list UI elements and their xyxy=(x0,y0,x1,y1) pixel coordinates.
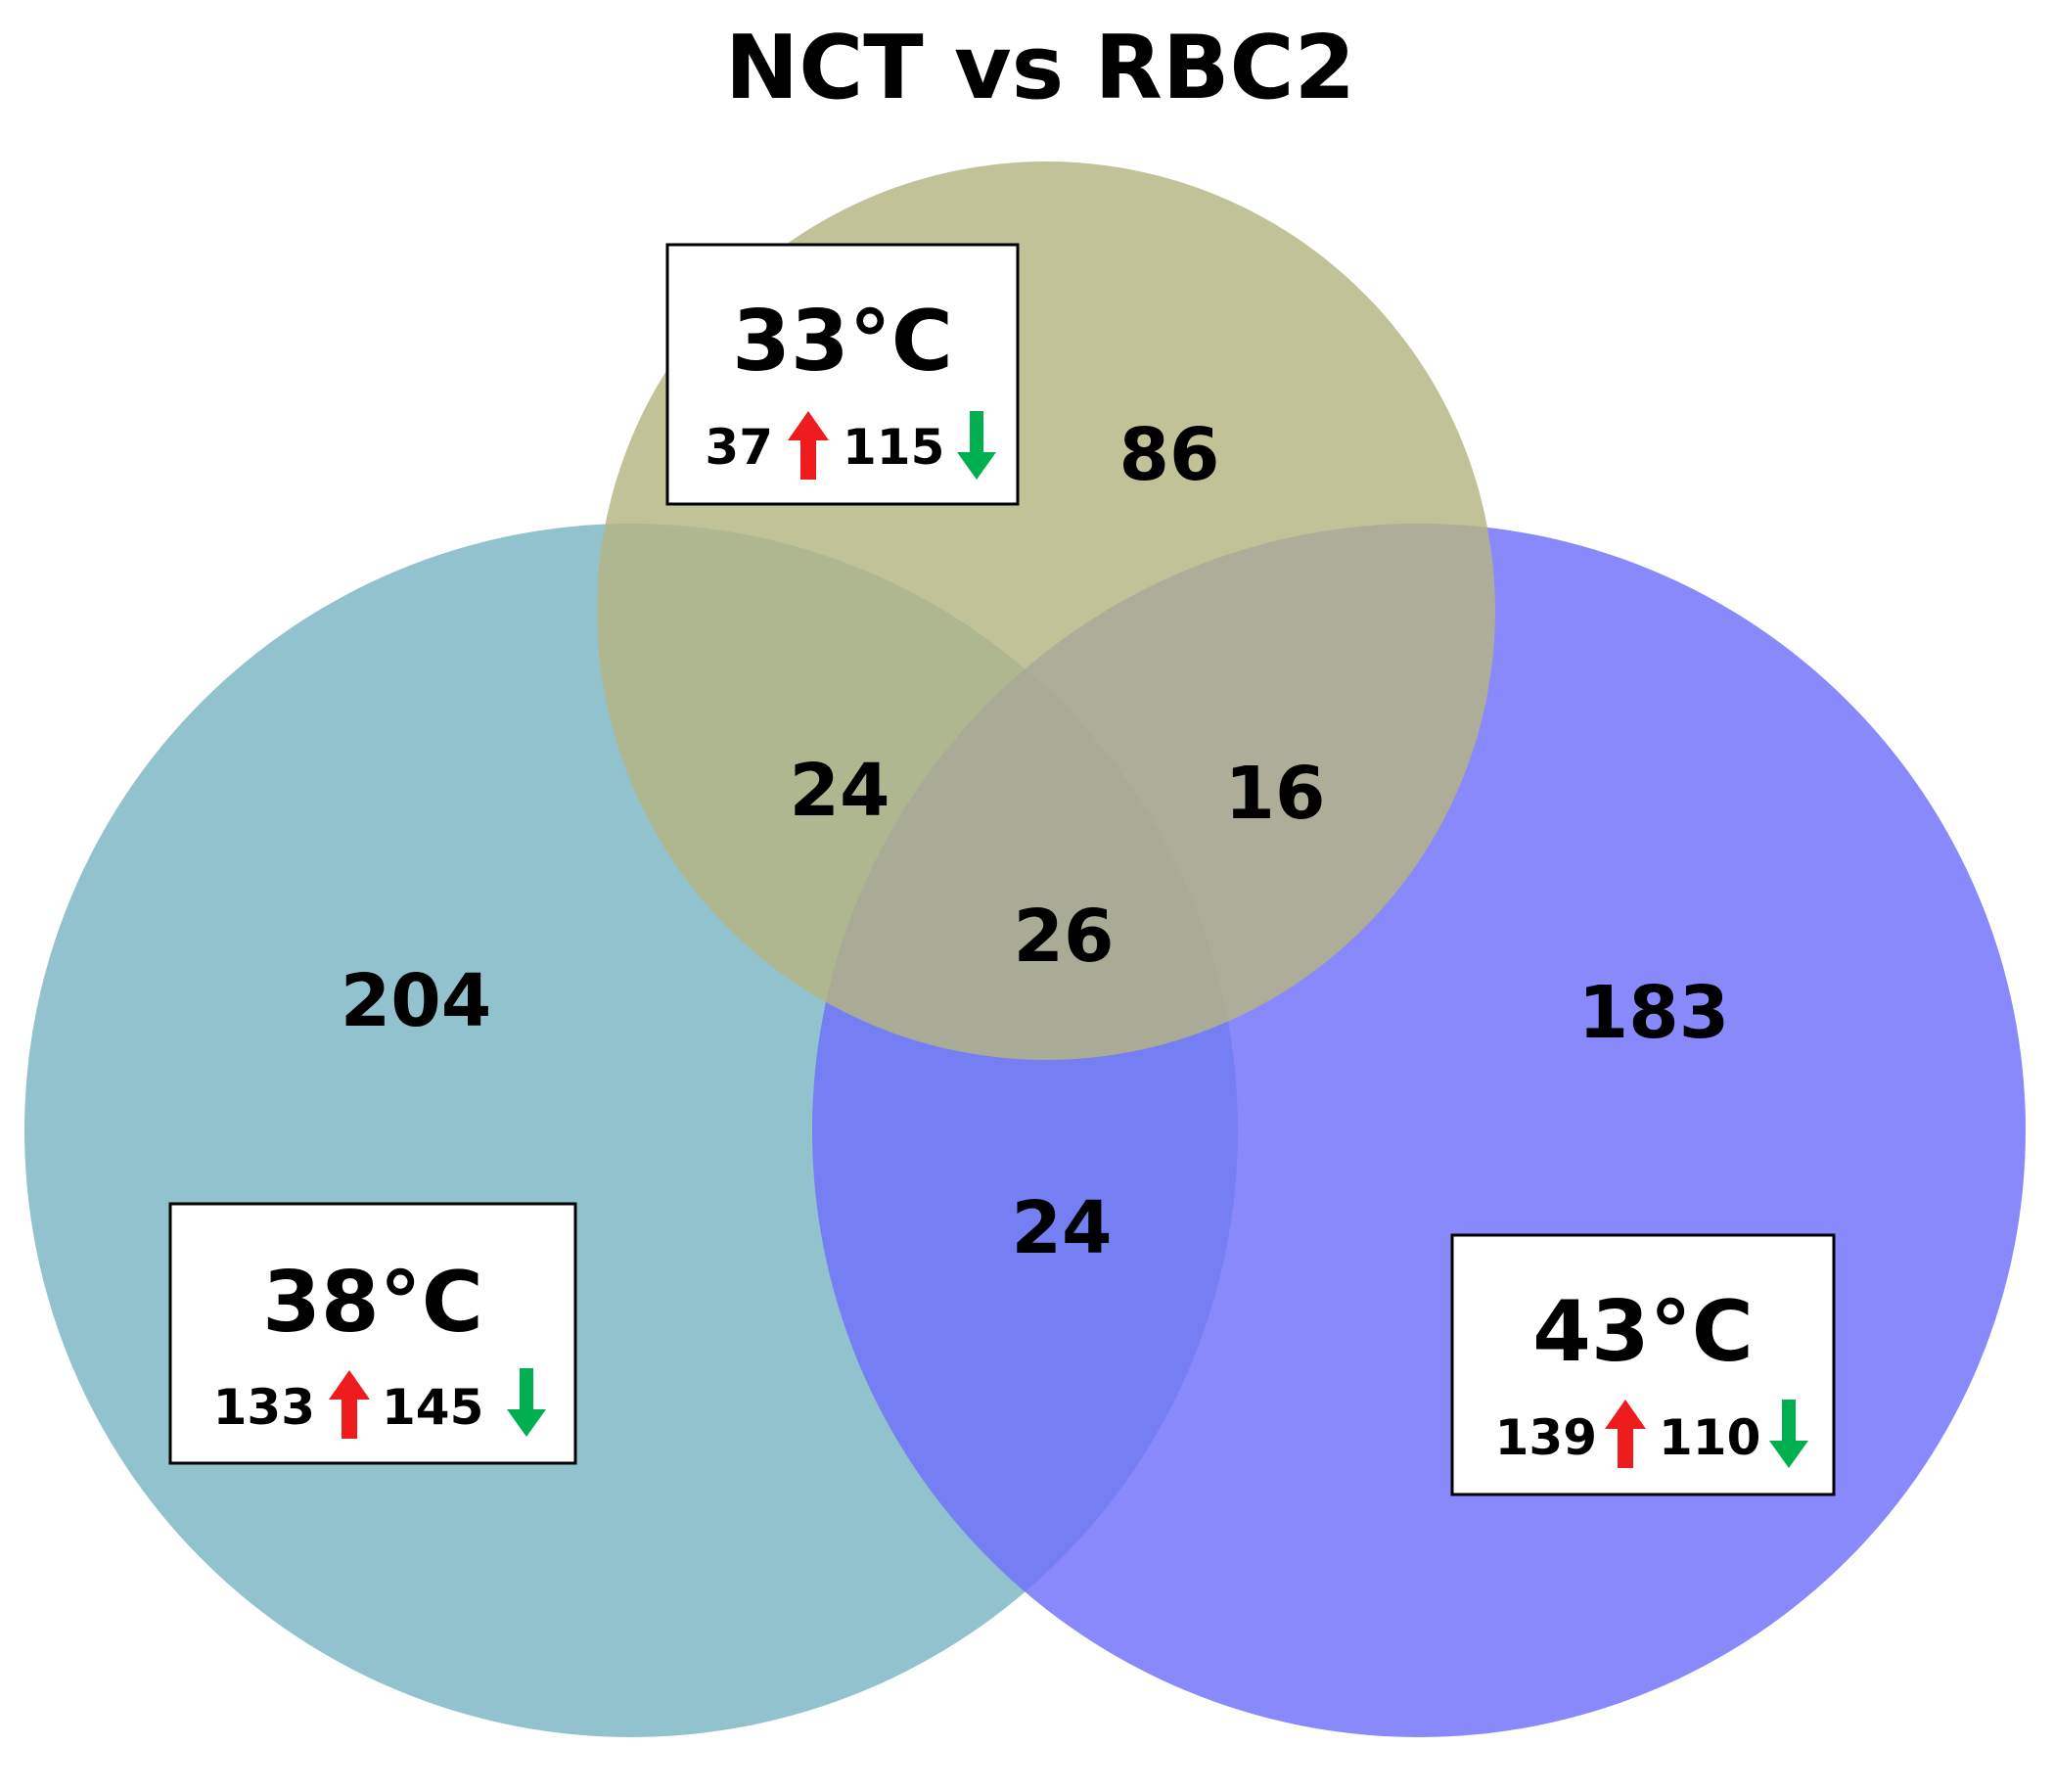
region-only-43: 183 xyxy=(1578,971,1729,1055)
label-43: 43°C xyxy=(1532,1283,1754,1381)
down-arrow-icon xyxy=(507,1368,546,1437)
down-count-43: 110 xyxy=(1659,1409,1760,1466)
down-arrow-icon xyxy=(1769,1400,1808,1468)
down-count-33: 115 xyxy=(843,419,944,476)
label-38: 38°C xyxy=(262,1254,483,1352)
region-38-43: 24 xyxy=(1012,1186,1113,1270)
legend-box-38: 38°C 133 145 xyxy=(168,1202,577,1465)
up-arrow-icon xyxy=(329,1370,370,1439)
legend-box-33: 33°C 37 115 xyxy=(665,243,1020,506)
up-count-43: 139 xyxy=(1495,1409,1597,1466)
region-33-38: 24 xyxy=(790,749,890,833)
label-33: 33°C xyxy=(732,293,953,391)
up-arrow-icon xyxy=(1605,1400,1646,1468)
up-count-33: 37 xyxy=(705,419,773,476)
diagram-title: NCT vs RBC2 xyxy=(725,17,1355,119)
region-33-43: 16 xyxy=(1225,752,1326,836)
legend-box-43: 43°C 139 110 xyxy=(1450,1233,1836,1496)
region-all-three: 26 xyxy=(1014,895,1115,979)
down-arrow-icon xyxy=(957,411,996,480)
up-arrow-icon xyxy=(788,411,829,480)
region-only-38: 204 xyxy=(341,959,491,1043)
region-only-33: 86 xyxy=(1119,413,1220,497)
down-count-38: 145 xyxy=(382,1379,483,1436)
up-count-38: 133 xyxy=(213,1379,315,1436)
